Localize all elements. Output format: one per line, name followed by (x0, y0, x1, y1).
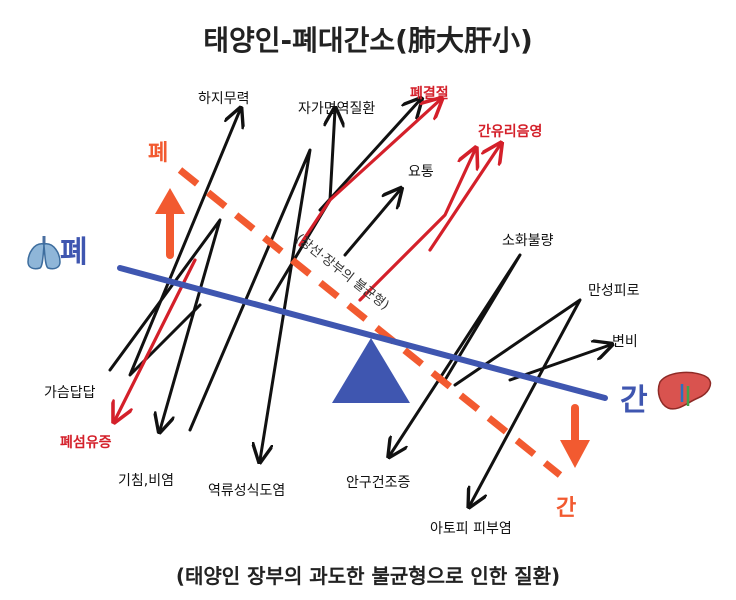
fulcrum-triangle (332, 338, 410, 403)
label-fatigue: 만성피로 (588, 283, 640, 299)
lung-main-label: 폐 (60, 235, 88, 270)
arrow-black-2 (108, 218, 222, 430)
liver-icon (657, 371, 712, 410)
label-reflux: 역류성식도염 (208, 483, 285, 499)
page-subtitle: (태양인 장부의 과도한 불균형으로 인한 질환) (176, 564, 560, 588)
label-cough: 기침,비염 (118, 473, 174, 489)
page-title: 태양인-폐대간소(肺大肝小) (203, 24, 533, 57)
black-arrow-group (108, 100, 610, 505)
liver-dashed-label: 간 (556, 496, 576, 521)
label-lower-limb: 하지무력 (198, 91, 250, 107)
label-autoimmune: 자가면역질환 (298, 101, 375, 117)
label-tuberculosis: 폐결절 (410, 85, 449, 102)
label-pulmonary-fibrosis: 폐섬유증 (60, 435, 112, 451)
label-atopic: 아토피 피부염 (430, 521, 512, 537)
label-palpitation: 가슴답답 (44, 385, 96, 401)
up-arrow (155, 188, 185, 259)
arrow-red-3 (428, 145, 500, 252)
arrow-black-5 (318, 100, 420, 212)
arrow-black-8 (453, 298, 582, 505)
red-arrow-group (115, 100, 500, 420)
label-dry-eye: 안구건조증 (346, 475, 411, 491)
arrow-black-6 (343, 190, 400, 257)
label-constipation: 변비 (612, 334, 638, 350)
label-back-pain: 요통 (408, 164, 434, 180)
label-liver-cancer: 간유리음영 (478, 123, 542, 140)
down-arrow (560, 404, 590, 468)
arrow-black-7 (390, 253, 522, 455)
lung-dashed-label: 폐 (148, 141, 168, 166)
liver-main-label: 간 (620, 383, 648, 418)
lung-icon (27, 236, 61, 270)
dashed-diagonal-line (177, 167, 563, 478)
arrow-red-4 (358, 150, 475, 302)
arrow-red-2 (298, 100, 440, 247)
arrow-black-3 (188, 148, 312, 460)
balance-beam (117, 265, 608, 401)
label-indigestion: 소화불량 (502, 233, 554, 249)
arrow-black-1 (128, 110, 240, 377)
